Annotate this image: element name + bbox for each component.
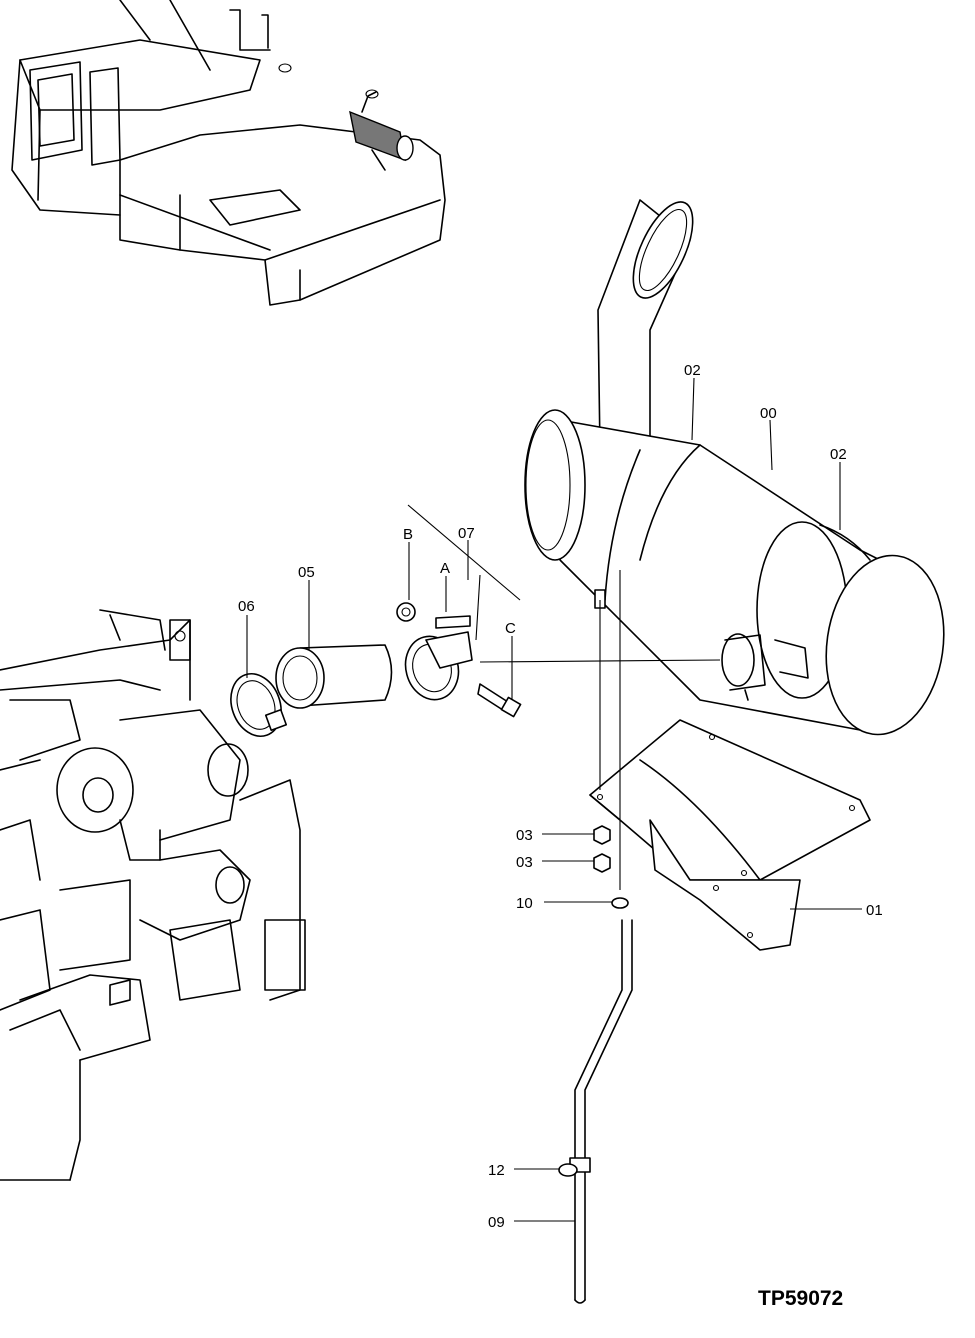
callout-03-lower: 03 <box>516 854 533 871</box>
cover-bracket <box>589 719 871 951</box>
callout-05: 05 <box>298 564 315 581</box>
callout-01: 01 <box>866 902 883 919</box>
callout-12: 12 <box>488 1162 505 1179</box>
callout-09: 09 <box>488 1214 505 1231</box>
excavator-overview <box>11 0 446 306</box>
callout-02-right: 02 <box>830 446 847 463</box>
callout-06: 06 <box>238 598 255 615</box>
callout-02-upper: 02 <box>684 362 701 379</box>
engine-assembly <box>0 609 306 1181</box>
muffler-assembly <box>524 199 945 736</box>
callout-labels: 02 00 02 07 B A C 05 06 03 03 10 01 12 0… <box>238 362 883 1231</box>
callout-07: 07 <box>458 525 475 542</box>
callout-03-upper: 03 <box>516 827 533 844</box>
callout-00: 00 <box>760 405 777 422</box>
drawing-number: TP59072 <box>758 1287 843 1310</box>
callout-10: 10 <box>516 895 533 912</box>
callout-a: A <box>440 560 450 577</box>
callout-c: C <box>505 620 516 637</box>
highlighted-muffler-thumbnail <box>349 89 414 171</box>
exhaust-pipe-parts <box>230 504 721 1304</box>
callout-b: B <box>403 526 413 543</box>
callout-leaders <box>246 377 862 1222</box>
